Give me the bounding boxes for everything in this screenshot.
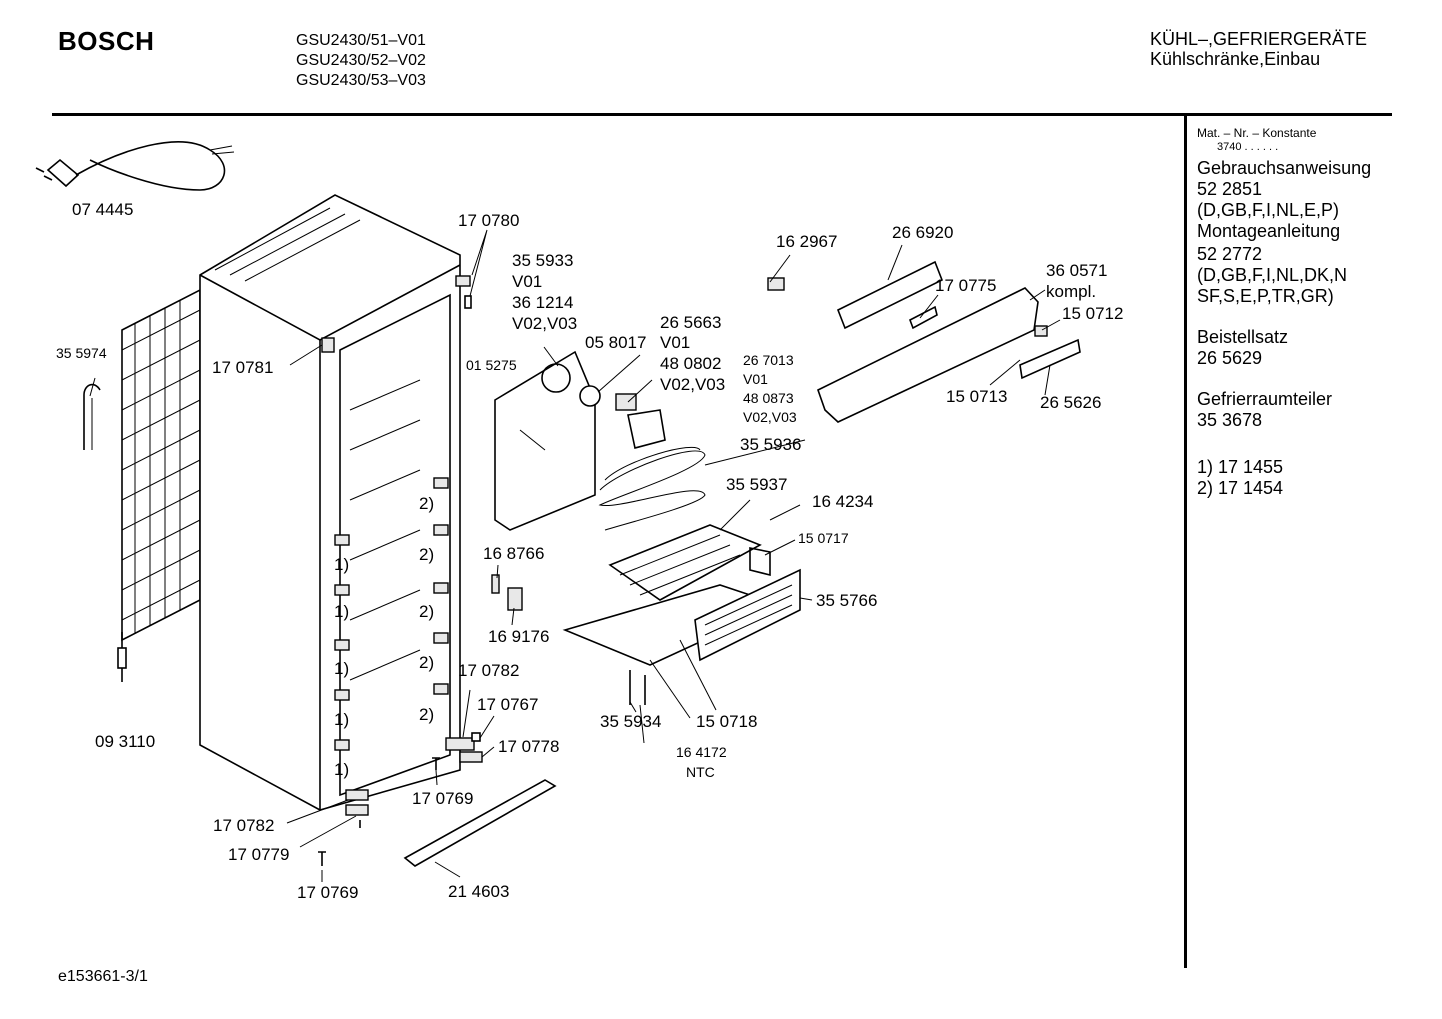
cabinet-body [199, 194, 461, 811]
gefrierraumteiler-label: Gefrierraumteiler [1197, 389, 1333, 409]
label-164172: 16 4172 [676, 744, 727, 760]
montageanleitung-lang-2: SF,S,E,P,TR,GR) [1197, 286, 1334, 306]
label-170780: 17 0780 [458, 211, 519, 230]
label-v0203-b: V02,V03 [660, 375, 725, 394]
marker-2-c: 2) [419, 602, 434, 621]
label-265663: 26 5663 [660, 313, 721, 332]
konstante-label: Mat. – Nr. – Konstante [1197, 126, 1317, 140]
label-360571: 36 0571 [1046, 261, 1107, 280]
label-355936: 35 5936 [740, 435, 801, 454]
power-cord-part [35, 141, 235, 191]
beistellsatz-label: Beistellsatz [1197, 327, 1289, 347]
condenser-grid [121, 288, 201, 642]
drain-hose-part [83, 383, 101, 450]
label-355974: 35 5974 [56, 345, 107, 361]
fan-motor-part [579, 385, 666, 449]
leader-lines [89, 229, 1061, 882]
sidebar: Mat. – Nr. – Konstante 3740 . . . . . . … [1197, 126, 1392, 499]
label-v0203-c: V02,V03 [743, 409, 797, 425]
marker-1-d: 1) [334, 710, 349, 729]
marker-2-b: 2) [419, 545, 434, 564]
marker-1-e: 1) [334, 760, 349, 779]
beistellsatz-nr: 26 5629 [1197, 348, 1263, 368]
marker-1-c: 1) [334, 659, 349, 678]
marker-2-e: 2) [419, 705, 434, 724]
montageanleitung-label: Montageanleitung [1197, 221, 1341, 241]
header-divider [52, 113, 1392, 116]
gebrauchsanweisung-lang: (D,GB,F,I,NL,E,P) [1197, 200, 1340, 220]
sidebar-divider [1184, 116, 1187, 968]
label-v01-c: V01 [743, 371, 768, 387]
label-150712: 15 0712 [1062, 304, 1123, 323]
montageanleitung-lang-1: (D,GB,F,I,NL,DK,N [1197, 265, 1348, 285]
footnote-1: 1) 17 1455 [1197, 457, 1284, 477]
label-355934: 35 5934 [600, 712, 661, 731]
label-480873: 48 0873 [743, 390, 794, 406]
label-168766: 16 8766 [483, 544, 544, 563]
label-150718: 15 0718 [696, 712, 757, 731]
label-v0203-a: V02,V03 [512, 314, 577, 333]
label-170769-a: 17 0769 [412, 789, 473, 808]
label-170775: 17 0775 [935, 276, 996, 295]
pipe-part [117, 632, 127, 682]
label-266920: 26 6920 [892, 223, 953, 242]
montageanleitung-nr: 52 2772 [1197, 244, 1263, 264]
footnote-2: 2) 17 1454 [1197, 478, 1284, 498]
marker-1-a: 1) [334, 555, 349, 574]
label-170782-a: 17 0782 [458, 661, 519, 680]
label-074445: 07 4445 [72, 200, 133, 219]
gefrierraumteiler-nr: 35 3678 [1197, 410, 1263, 430]
sensor-cover-part [507, 587, 523, 611]
drawer-assembly [562, 524, 801, 705]
label-162967: 16 2967 [776, 232, 837, 251]
label-170781: 17 0781 [212, 358, 273, 377]
model-1: GSU2430/51–V01 [296, 32, 426, 49]
label-v01-a: V01 [512, 272, 542, 291]
gebrauchsanweisung-label: Gebrauchsanweisung [1197, 158, 1372, 178]
label-v01-b: V01 [660, 333, 690, 352]
plinth-part [403, 779, 557, 867]
marker-2-d: 2) [419, 653, 434, 672]
model-2: GSU2430/52–V02 [296, 52, 426, 69]
brand-logo: BOSCH [58, 26, 155, 56]
drawing-code: e153661-3/1 [58, 968, 148, 985]
konstante-value: 3740 . . . . . . [1217, 141, 1279, 153]
label-150713: 15 0713 [946, 387, 1007, 406]
label-170767: 17 0767 [477, 695, 538, 714]
label-267013: 26 7013 [743, 352, 794, 368]
label-361214: 36 1214 [512, 293, 573, 312]
hinge-hardware [318, 275, 483, 866]
model-list: GSU2430/51–V01 GSU2430/52–V02 GSU2430/53… [296, 31, 426, 91]
gebrauchsanweisung-nr: 52 2851 [1197, 179, 1263, 199]
category-block: KÜHL–,GEFRIERGERÄTE Kühlschränke,Einbau [1150, 29, 1367, 69]
label-170779: 17 0779 [228, 845, 289, 864]
label-015275: 01 5275 [466, 357, 517, 373]
label-169176: 16 9176 [488, 627, 549, 646]
label-164234: 16 4234 [812, 492, 873, 511]
marker-1-b: 1) [334, 602, 349, 621]
label-093110: 09 3110 [95, 732, 155, 751]
label-150717: 15 0717 [798, 530, 849, 546]
label-170778: 17 0778 [498, 737, 559, 756]
label-170782-b: 17 0782 [213, 816, 274, 835]
label-265626: 26 5626 [1040, 393, 1101, 412]
exploded-parts-diagram: 07 4445 35 5974 09 3110 17 0781 17 0780 … [35, 141, 1123, 902]
label-355766: 35 5766 [816, 591, 877, 610]
model-3: GSU2430/53–V03 [296, 72, 426, 89]
label-058017: 05 8017 [585, 333, 646, 352]
evaporator-part [598, 446, 706, 531]
label-480802: 48 0802 [660, 354, 721, 373]
label-214603: 21 4603 [448, 882, 509, 901]
control-panel-assembly [767, 260, 1081, 423]
label-ntc: NTC [686, 764, 715, 780]
category-title: KÜHL–,GEFRIERGERÄTE [1150, 29, 1368, 49]
category-subtitle: Kühlschränke,Einbau [1150, 49, 1321, 69]
sensor-part [491, 574, 500, 594]
label-355937: 35 5937 [726, 475, 787, 494]
rear-panel-part [494, 350, 596, 531]
marker-2-a: 2) [419, 494, 434, 513]
label-170769-b: 17 0769 [297, 883, 358, 902]
label-kompl: kompl. [1046, 282, 1096, 301]
label-355933: 35 5933 [512, 251, 573, 270]
